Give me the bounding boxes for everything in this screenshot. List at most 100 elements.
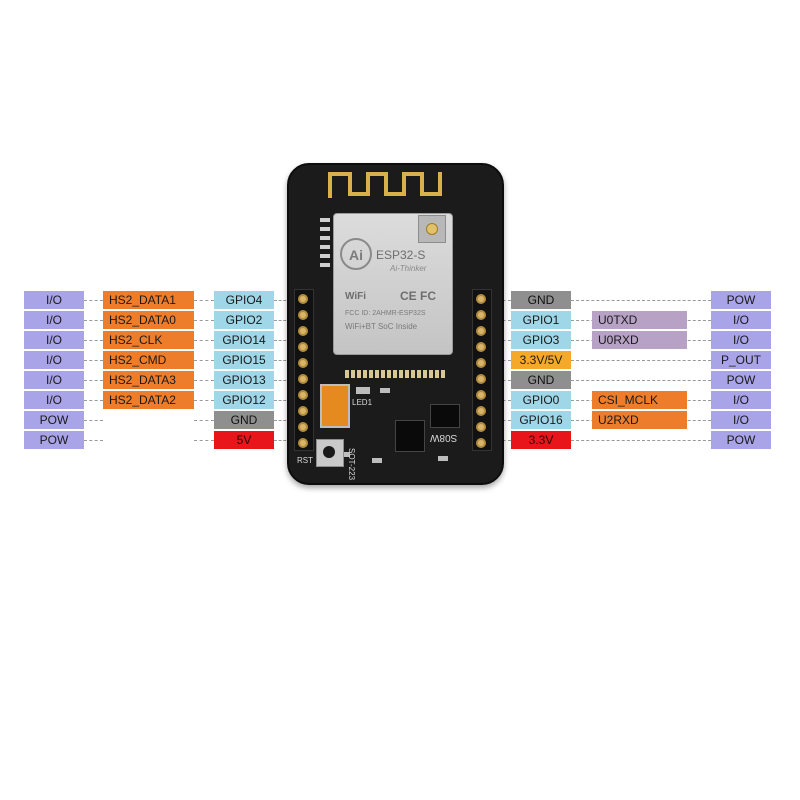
right-gpio-label: GPIO16 xyxy=(511,411,571,429)
leader-line xyxy=(84,360,103,361)
right-type-label: POW xyxy=(711,431,771,449)
header-pin xyxy=(298,342,308,352)
left-header-pins xyxy=(298,294,312,454)
left-gnd-label: GND xyxy=(214,411,274,429)
right-type-label: I/O xyxy=(711,311,771,329)
right-type-label: I/O xyxy=(711,331,771,349)
module-title: ESP32-S xyxy=(376,248,426,262)
regulator-chip xyxy=(430,404,460,428)
right-type-label: POW xyxy=(711,371,771,389)
left-type-label: POW xyxy=(24,431,84,449)
smd-resistor xyxy=(380,388,390,393)
leader-line xyxy=(571,440,711,441)
left-function-label: HS2_CMD xyxy=(103,351,194,369)
reset-button[interactable] xyxy=(316,439,344,467)
left-function-label: HS2_CLK xyxy=(103,331,194,349)
smd-capacitor xyxy=(372,458,382,463)
left-type-label: I/O xyxy=(24,391,84,409)
leader-line xyxy=(194,380,214,381)
led-component xyxy=(356,387,370,394)
leader-line xyxy=(571,300,711,301)
header-pin xyxy=(476,374,486,384)
leader-line xyxy=(84,340,103,341)
right-function-label: U0TXD xyxy=(592,311,687,329)
leader-line xyxy=(571,380,711,381)
fcc-id: FCC ID: 2AHMR-ESP32S xyxy=(345,310,426,317)
header-pin xyxy=(476,406,486,416)
rst-silk-label: RST xyxy=(297,456,313,465)
right-gnd-label: GND xyxy=(511,371,571,389)
header-pin xyxy=(476,358,486,368)
smd-resistor xyxy=(340,452,350,457)
header-pin xyxy=(476,310,486,320)
left-type-label: I/O xyxy=(24,371,84,389)
left-type-label: I/O xyxy=(24,291,84,309)
header-pin xyxy=(298,326,308,336)
leader-line xyxy=(194,420,214,421)
leader-line xyxy=(194,400,214,401)
camera-connector xyxy=(345,365,448,378)
header-pin xyxy=(298,358,308,368)
right-gnd-label: GND xyxy=(511,291,571,309)
header-pin xyxy=(298,422,308,432)
module-left-pads xyxy=(320,218,330,272)
leader-line xyxy=(84,300,103,301)
right-3v3-5v-label: 3.3V/5V xyxy=(511,351,571,369)
pcb-antenna xyxy=(328,172,442,198)
leader-line xyxy=(84,380,103,381)
soc-line: WiFi+BT SoC Inside xyxy=(345,322,418,331)
left-gpio-label: GPIO2 xyxy=(214,311,274,329)
cert-marks: CE FC xyxy=(400,289,436,303)
leader-line xyxy=(84,420,103,421)
tantalum-capacitor xyxy=(320,384,350,428)
right-gpio-label: GPIO1 xyxy=(511,311,571,329)
ipex-connector xyxy=(418,215,446,243)
leader-line xyxy=(571,360,711,361)
leader-line xyxy=(194,300,214,301)
left-gpio-label: GPIO4 xyxy=(214,291,274,309)
right-3v3-label: 3.3V xyxy=(511,431,571,449)
leader-line xyxy=(194,320,214,321)
flash-chip xyxy=(395,420,425,452)
header-pin xyxy=(298,390,308,400)
header-pin xyxy=(476,390,486,400)
module-brand: Ai-Thinker xyxy=(390,264,427,273)
right-type-label: P_OUT xyxy=(711,351,771,369)
right-function-label: CSI_MCLK xyxy=(592,391,687,409)
left-function-label: HS2_DATA1 xyxy=(103,291,194,309)
leader-line xyxy=(194,340,214,341)
left-gpio-label: GPIO15 xyxy=(214,351,274,369)
left-function-label: HS2_DATA0 xyxy=(103,311,194,329)
right-type-label: I/O xyxy=(711,411,771,429)
header-pin xyxy=(298,438,308,448)
ai-logo: Ai xyxy=(340,238,372,270)
left-type-label: POW xyxy=(24,411,84,429)
leader-line xyxy=(84,320,103,321)
left-type-label: I/O xyxy=(24,311,84,329)
right-header-pins xyxy=(476,294,490,454)
left-function-label: HS2_DATA3 xyxy=(103,371,194,389)
header-pin xyxy=(298,294,308,304)
right-gpio-label: GPIO3 xyxy=(511,331,571,349)
left-gpio-label: GPIO12 xyxy=(214,391,274,409)
left-gpio-label: GPIO14 xyxy=(214,331,274,349)
leader-line xyxy=(194,360,214,361)
leader-line xyxy=(84,440,103,441)
header-pin xyxy=(476,326,486,336)
header-pin xyxy=(298,310,308,320)
right-gpio-label: GPIO0 xyxy=(511,391,571,409)
left-5v-label: 5V xyxy=(214,431,274,449)
right-function-label: U2RXD xyxy=(592,411,687,429)
led-silk-label: LED1 xyxy=(352,398,373,407)
header-pin xyxy=(476,422,486,432)
left-type-label: I/O xyxy=(24,351,84,369)
header-pin xyxy=(476,438,486,448)
header-pin xyxy=(476,342,486,352)
header-pin xyxy=(298,406,308,416)
right-type-label: POW xyxy=(711,291,771,309)
s08w-silk-label: S08W xyxy=(430,432,458,443)
leader-line xyxy=(84,400,103,401)
smd-capacitor xyxy=(438,456,448,461)
left-function-label: HS2_DATA2 xyxy=(103,391,194,409)
